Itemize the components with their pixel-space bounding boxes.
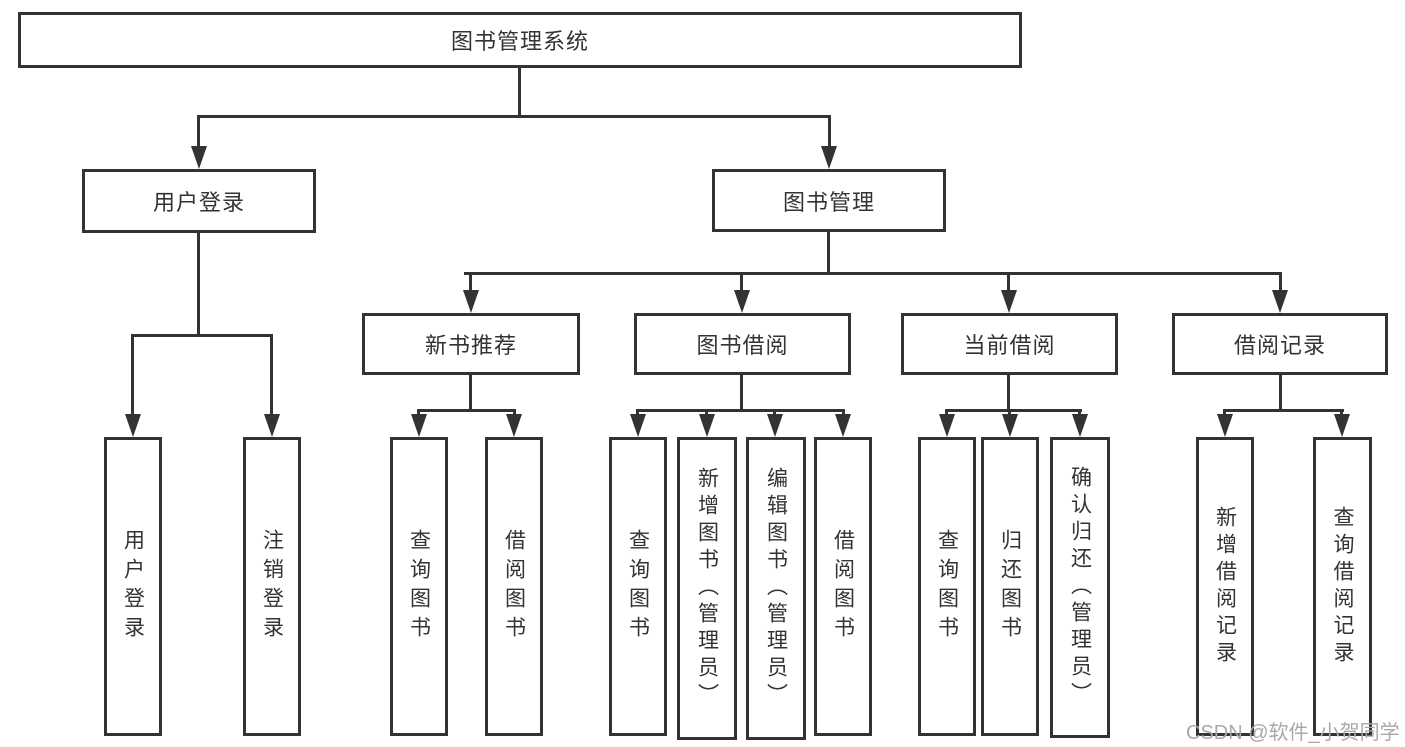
leaf-borrow-borrow-books-label: 借阅图书: [831, 528, 855, 645]
connector-root-rail: [197, 115, 831, 118]
arrowhead-borrow-edit: [767, 414, 783, 437]
connector-borrow-stem: [740, 375, 743, 412]
leaf-current-query-books: 查询图书: [918, 437, 976, 736]
arrowhead-leaf-user-login: [125, 414, 141, 437]
leaf-current-confirm-return-admin: 确认归还（管理员）: [1050, 437, 1110, 738]
arrowhead-current-borrow: [1001, 290, 1017, 313]
node-root-label: 图书管理系统: [450, 29, 589, 54]
leaf-recommend-borrow-books-label: 借阅图书: [502, 528, 526, 645]
node-new-book-recommend: 新书推荐: [362, 313, 580, 375]
leaf-records-add-record: 新增借阅记录: [1196, 437, 1254, 736]
arrowhead-borrow-records: [1272, 290, 1288, 313]
node-user-login-label: 用户登录: [152, 190, 245, 215]
leaf-records-query-record-label: 查询借阅记录: [1331, 505, 1354, 668]
connector-user-login-rail: [131, 334, 273, 337]
connector-drop-leaf-user-login: [131, 334, 134, 418]
leaf-borrow-add-book-admin-label: 新增图书（管理员）: [695, 467, 719, 710]
connector-drop-current-borrow: [1007, 272, 1010, 294]
connector-drop-new-book-recommend: [469, 272, 472, 294]
connector-drop-borrow-records: [1279, 272, 1282, 294]
arrowhead-recommend-borrow: [506, 414, 522, 437]
leaf-logout-label: 注销登录: [260, 528, 284, 645]
connector-root-stem: [518, 68, 521, 118]
node-borrow-records: 借阅记录: [1172, 313, 1388, 375]
arrowhead-leaf-logout: [264, 414, 280, 437]
leaf-current-confirm-return-admin-label: 确认归还（管理员）: [1068, 466, 1092, 709]
arrowhead-book-management: [821, 146, 837, 169]
leaf-borrow-borrow-books: 借阅图书: [814, 437, 872, 736]
leaf-borrow-edit-book-admin-label: 编辑图书（管理员）: [764, 467, 788, 710]
leaf-current-return-book: 归还图书: [981, 437, 1039, 736]
connector-current-rail: [945, 409, 1082, 412]
node-book-borrow: 图书借阅: [634, 313, 851, 375]
node-current-borrow: 当前借阅: [901, 313, 1118, 375]
arrowhead-records-query: [1334, 414, 1350, 437]
node-book-borrow-label: 图书借阅: [696, 333, 789, 358]
arrowhead-borrow-query: [630, 414, 646, 437]
arrowhead-current-query: [939, 414, 955, 437]
csdn-watermark: CSDN @软件_小贺同学: [1186, 722, 1400, 744]
leaf-borrow-add-book-admin: 新增图书（管理员）: [677, 437, 737, 740]
connector-book-management-rail: [464, 272, 1282, 275]
connector-drop-user-login: [197, 115, 200, 151]
connector-drop-leaf-logout: [270, 334, 273, 418]
leaf-borrow-query-books-label: 查询图书: [626, 528, 650, 645]
leaf-records-query-record: 查询借阅记录: [1313, 437, 1372, 736]
leaf-recommend-query-books-label: 查询图书: [407, 528, 431, 645]
leaf-current-query-books-label: 查询图书: [935, 528, 959, 645]
node-new-book-recommend-label: 新书推荐: [424, 333, 517, 358]
node-book-management: 图书管理: [712, 169, 946, 232]
leaf-borrow-query-books: 查询图书: [609, 437, 667, 736]
leaf-borrow-edit-book-admin: 编辑图书（管理员）: [746, 437, 806, 740]
arrowhead-recommend-query: [411, 414, 427, 437]
node-borrow-records-label: 借阅记录: [1233, 333, 1326, 358]
node-current-borrow-label: 当前借阅: [963, 333, 1056, 358]
connector-recommend-rail: [417, 409, 516, 412]
arrowhead-book-borrow: [734, 290, 750, 313]
arrowhead-current-confirm: [1072, 414, 1088, 437]
connector-records-stem: [1279, 375, 1282, 412]
connector-user-login-stem: [197, 233, 200, 337]
arrowhead-borrow-borrow: [835, 414, 851, 437]
node-user-login: 用户登录: [82, 169, 316, 233]
arrowhead-user-login: [191, 146, 207, 169]
arrowhead-borrow-add: [699, 414, 715, 437]
arrowhead-new-book-recommend: [463, 290, 479, 313]
leaf-logout: 注销登录: [243, 437, 301, 736]
connector-book-management-stem: [827, 232, 830, 275]
connector-current-stem: [1007, 375, 1010, 412]
leaf-user-login: 用户登录: [104, 437, 162, 736]
leaf-user-login-label: 用户登录: [121, 528, 145, 645]
leaf-current-return-book-label: 归还图书: [998, 528, 1022, 645]
connector-recommend-stem: [469, 375, 472, 412]
arrowhead-records-add: [1217, 414, 1233, 437]
connector-records-rail: [1223, 409, 1344, 412]
leaf-recommend-borrow-books: 借阅图书: [485, 437, 543, 736]
node-root: 图书管理系统: [18, 12, 1022, 68]
connector-drop-book-borrow: [740, 272, 743, 294]
connector-drop-book-management: [828, 115, 831, 151]
leaf-recommend-query-books: 查询图书: [390, 437, 448, 736]
leaf-records-add-record-label: 新增借阅记录: [1213, 505, 1237, 668]
arrowhead-current-return: [1002, 414, 1018, 437]
node-book-management-label: 图书管理: [782, 189, 875, 215]
connector-borrow-rail: [636, 409, 845, 412]
